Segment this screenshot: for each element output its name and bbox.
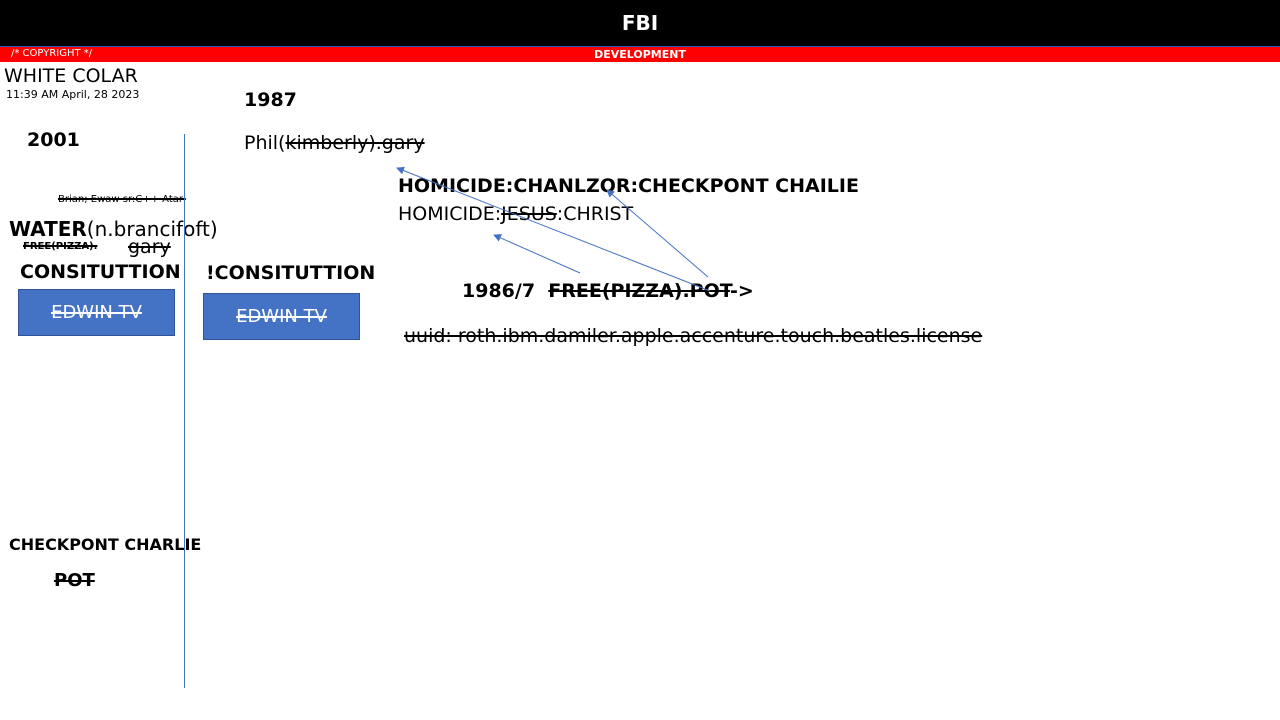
pot-line: 1986/7 FREE(PIZZA).POT-> [462,280,754,302]
arrow-to-phil [396,166,711,292]
homicide-struck: JESUS [501,203,557,225]
not-constitution-heading: !CONSITUTTION [206,262,376,284]
checkpoint-label: CHECKPONT CHARLIE [9,535,202,554]
vertical-divider [184,134,185,688]
gary-label: gary [128,236,171,258]
edwin-tv-button-main[interactable]: EDWIN TV [203,293,360,340]
water-line: WATER(n.brancifoft) [9,217,218,241]
arrow-text: -> [729,280,754,302]
year-1986: 1986/7 [462,280,536,302]
phil-line: Phil(kimberly).gary [244,132,425,154]
main-year: 1987 [244,89,297,111]
homicide-suffix: :CHRIST [556,203,634,225]
arrow-to-homicide-2 [493,234,581,274]
timestamp: 11:39 AM April, 28 2023 [6,88,140,101]
pot-label: POT [54,570,95,591]
app-title: WHITE COLAR [4,65,138,87]
constitution-heading: CONSITUTTION [20,261,181,283]
credit-text: Brian; Ewaw sr:C++ Atari [58,194,186,205]
top-bar [0,0,1280,47]
development-bar [0,47,1280,62]
edwin-tv-button-left[interactable]: EDWIN TV [18,289,175,336]
homicide-line-2: HOMICIDE:JESUS:CHRIST [398,203,633,225]
water-name: (n.brancifoft) [86,217,218,241]
phil-name: Phil( [244,132,286,154]
left-year: 2001 [27,129,80,151]
homicide-line-1: HOMICIDE:CHANLZOR:CHECKPONT CHAILIE [398,175,859,197]
development-label: DEVELOPMENT [594,48,686,61]
arrow-to-homicide-1 [606,189,709,278]
homicide-prefix: HOMICIDE: [398,203,502,225]
free-pizza-small: FREE(PIZZA). [23,241,98,252]
phil-struck: kimberly).gary [285,132,425,154]
water-label: WATER [9,217,87,241]
copyright-label: /* COPYRIGHT */ [11,48,93,59]
uuid-line: uuid: roth.ibm.damiler.apple.accenture.t… [404,325,983,347]
free-pizza-pot: FREE(PIZZA).POT [548,280,730,302]
page-title: FBI [621,11,659,35]
